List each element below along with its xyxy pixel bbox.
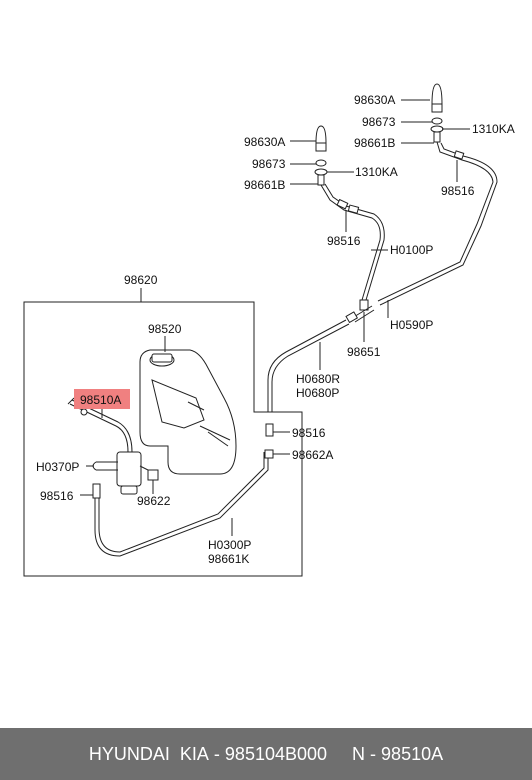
banner-gap	[327, 744, 352, 765]
label-98516-right-top: 98516	[441, 184, 475, 198]
label-98662a: 98662A	[292, 448, 333, 462]
label-h0370p: H0370P	[36, 460, 79, 474]
label-98630a-left: 98630A	[244, 135, 285, 149]
washer-reservoir-tank	[139, 349, 237, 475]
label-98520: 98520	[148, 322, 182, 336]
label-1310ka-left: 1310KA	[355, 165, 398, 179]
label-98630a-right: 98630A	[354, 93, 395, 107]
left-nozzle-assembly	[314, 125, 385, 301]
label-h0680r: H0680R	[296, 372, 340, 386]
right-nozzle-assembly	[377, 83, 498, 306]
label-h0100p: H0100P	[390, 243, 433, 257]
washer-pump-98510a	[67, 397, 142, 495]
label-h0590p: H0590P	[390, 318, 433, 332]
label-98516-mid: 98516	[327, 234, 361, 248]
label-98620: 98620	[124, 273, 158, 287]
part-labels: 98630A 98673 1310KA 98661B 98516 98630A …	[36, 93, 515, 566]
label-98516-box: 98516	[292, 426, 326, 440]
brand-separator: -	[208, 743, 225, 764]
label-98661k: 98661K	[208, 552, 249, 566]
connector-98651-and-hose-h0680	[267, 299, 375, 412]
parts-diagram: 98630A 98673 1310KA 98661B 98516 98630A …	[23, 83, 515, 577]
label-98651: 98651	[347, 345, 381, 359]
label-h0300p: H0300P	[208, 538, 251, 552]
label-98673-left: 98673	[252, 157, 286, 171]
leader-lines	[80, 99, 470, 536]
assembly-box	[23, 288, 303, 577]
label-1310ka-right: 1310KA	[472, 122, 515, 136]
n-label: N	[352, 743, 366, 764]
catalog-number: 98510A	[381, 743, 444, 764]
brand-label: HYUNDAI KIA	[88, 743, 209, 764]
n-separator: -	[365, 743, 382, 764]
part-info-banner: HYUNDAI KIA - 985104B000 N - 98510A	[0, 728, 532, 780]
label-h0680p: H0680P	[296, 386, 339, 400]
grommet-98622	[139, 465, 159, 481]
label-98510a: 98510A	[80, 393, 121, 407]
label-98673-right: 98673	[362, 115, 396, 129]
part-number: 985104B000	[224, 743, 328, 764]
label-98516-lower: 98516	[40, 489, 74, 503]
lower-hoses	[92, 423, 274, 557]
highlight-98510a	[74, 389, 130, 409]
label-98622: 98622	[137, 494, 171, 508]
label-98661b-left: 98661B	[244, 178, 285, 192]
label-98661b-right: 98661B	[354, 136, 395, 150]
